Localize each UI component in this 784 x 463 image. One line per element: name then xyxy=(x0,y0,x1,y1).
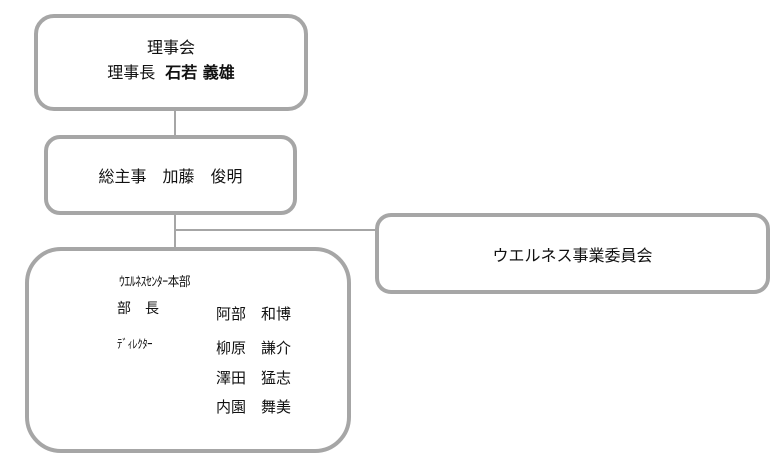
board-node: 理事会 理事長石若 義雄 xyxy=(34,14,308,111)
wellness-center-node: ｳｴﾙﾈｽｾﾝﾀｰ本部 部 長 阿部 和博 ﾃﾞｨﾚｸﾀｰ 柳原 謙介 澤田 猛… xyxy=(25,247,351,453)
gm-name: 加藤 俊明 xyxy=(162,167,243,186)
hq-title: ｳｴﾙﾈｽｾﾝﾀｰ本部 xyxy=(119,275,191,290)
connector-board-to-gm xyxy=(174,111,176,135)
manager-role: 部 長 xyxy=(117,301,159,317)
board-title: 理事会 xyxy=(146,38,195,57)
gm-role: 総主事 xyxy=(98,167,147,186)
director-role: ﾃﾞｨﾚｸﾀｰ xyxy=(117,337,153,351)
director-name-2: 澤田 猛志 xyxy=(216,369,292,387)
chair-name: 石若 義雄 xyxy=(165,63,235,82)
connector-to-committee xyxy=(175,229,375,231)
committee-node: ウエルネス事業委員会 xyxy=(375,213,770,294)
chair-role: 理事長 xyxy=(107,63,156,82)
board-chair: 理事長石若 義雄 xyxy=(38,60,304,85)
director-name-1: 柳原 謙介 xyxy=(216,339,292,357)
committee-name: ウエルネス事業委員会 xyxy=(492,245,653,265)
manager-name: 阿部 和博 xyxy=(216,305,292,323)
connector-gm-to-hq xyxy=(174,215,176,247)
director-name-3: 内園 舞美 xyxy=(216,398,292,416)
general-manager-node: 総主事加藤 俊明 xyxy=(44,135,297,215)
